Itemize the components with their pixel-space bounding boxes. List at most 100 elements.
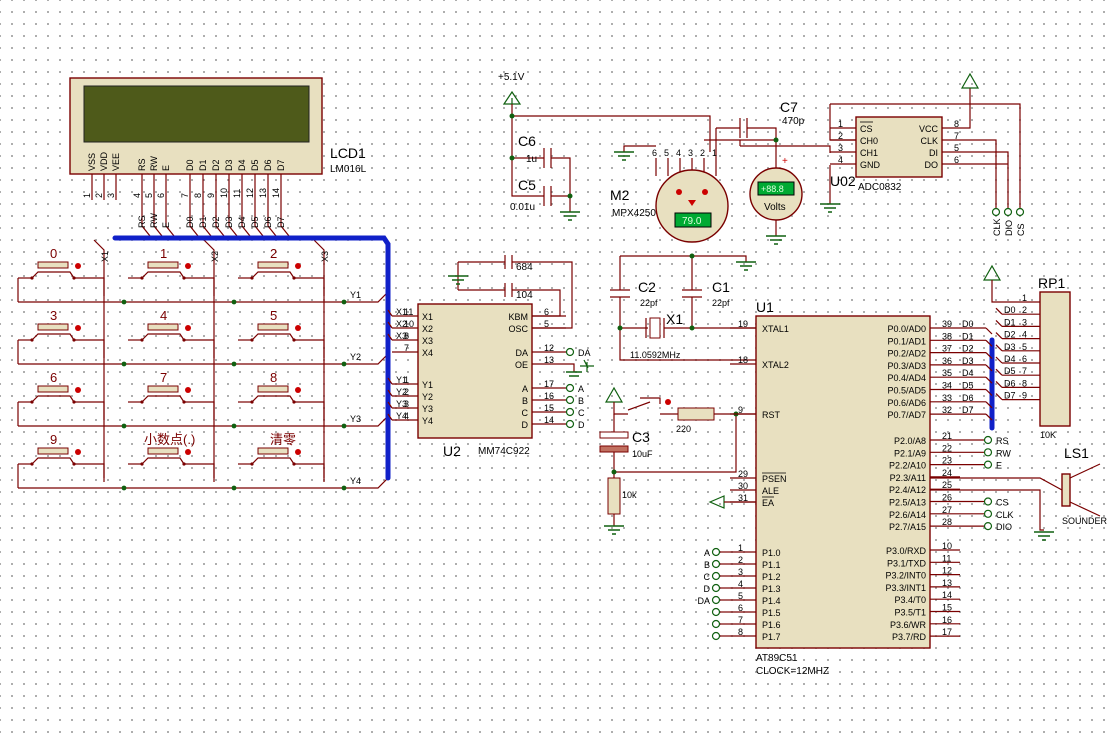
rp1-d-label: D2 xyxy=(1004,330,1016,340)
keypad-key[interactable]: 5 xyxy=(238,308,325,358)
reset-circuit[interactable]: 220 C3 10uF 10k xyxy=(599,386,756,535)
crystal-value: 11.0592MHz xyxy=(630,350,681,360)
encoder-pin-number: 1 xyxy=(404,375,409,385)
lcd-pin-name: RW xyxy=(149,156,159,171)
lcd-pin-name: D0 xyxy=(185,159,195,171)
rp1-d-label: D7 xyxy=(1004,391,1016,401)
lcd-pin-name: D7 xyxy=(276,159,286,171)
mcu-pin-number: 9 xyxy=(738,405,743,415)
mcu-pin-number: 15 xyxy=(942,603,952,613)
sensor-pin-number: 1 xyxy=(712,148,717,158)
key-label: 4 xyxy=(160,308,167,323)
lcd-module[interactable]: LCD1 LM016L VSS1VDD2VEE3RS4RSRW5RWE6ED07… xyxy=(69,77,367,237)
encoder-pin-number: 10 xyxy=(404,319,414,329)
lcd-bus-label: D1 xyxy=(198,216,208,228)
mcu-pin-number: 7 xyxy=(738,615,743,625)
mcu-pin-name: P1.2 xyxy=(762,572,781,582)
rp1-pin-number: 4 xyxy=(1022,330,1027,340)
mcu-pin-number: 21 xyxy=(942,431,952,441)
encoder-capacitors[interactable]: 684 104 xyxy=(448,255,573,329)
lcd-ref: LCD1 xyxy=(330,145,366,161)
encoder-net-label: DA xyxy=(578,348,591,358)
voltmeter[interactable]: +88.8 Volts + xyxy=(749,156,803,245)
power-supply[interactable]: +5.1V C6 1u C5 0.01u xyxy=(498,72,711,221)
keypad-key[interactable]: 2 xyxy=(238,246,325,296)
microcontroller[interactable]: U1 AT89C51 CLOCK=12MHZ XTAL119XTAL218RST… xyxy=(697,299,1013,677)
lcd-screen xyxy=(83,85,310,143)
ea-arrow xyxy=(708,495,725,509)
encoder-net-label: C xyxy=(578,408,585,418)
mcu-p2-net-label: RW xyxy=(996,448,1011,458)
keypad-row-label: Y1 xyxy=(350,290,361,300)
mcu-pin-number: 39 xyxy=(942,319,952,329)
rp1-ref: RP1 xyxy=(1038,275,1065,291)
adc-pin-number: 6 xyxy=(954,155,959,165)
mcu-pins: XTAL119XTAL218RST9PSEN29ALE30EA31P1.01P1… xyxy=(697,319,1013,642)
encoder-pin-name: Y2 xyxy=(422,392,433,402)
rp1-pin-number: 6 xyxy=(1022,354,1027,364)
key-label: 7 xyxy=(160,370,167,385)
lcd-pin-name: D5 xyxy=(250,159,260,171)
mcu-clock: CLOCK=12MHZ xyxy=(756,666,829,677)
lcd-pin-number: 5 xyxy=(144,193,154,198)
sensor-pin-number: 6 xyxy=(652,148,657,158)
keypad-col-label: X3 xyxy=(320,251,330,262)
keypad-key[interactable]: 7 xyxy=(128,370,215,420)
rp1-d-label: D5 xyxy=(1004,366,1016,376)
sensor-ref: M2 xyxy=(610,187,630,203)
mcu-pin-name: P3.3/INT1 xyxy=(885,583,926,593)
mcu-pin-number: 14 xyxy=(942,590,952,600)
speaker[interactable]: LS1 SOUNDER xyxy=(930,445,1108,541)
mcu-pin-number: 36 xyxy=(942,356,952,366)
encoder-pin-name: X1 xyxy=(422,312,433,322)
adc-model: ADC0832 xyxy=(858,182,902,193)
encoder-pin-name: X4 xyxy=(422,348,433,358)
keypad-bus xyxy=(112,235,391,481)
mcu-pin-number: 18 xyxy=(738,355,748,365)
mcu-p0-label: D0 xyxy=(962,319,974,329)
c1-ref: C1 xyxy=(712,279,730,295)
mcu-p2-net-label: CS xyxy=(996,498,1009,508)
keypad-key[interactable]: 9 xyxy=(18,432,105,482)
key-label: 0 xyxy=(50,246,57,261)
adc-net-clk: CLK xyxy=(992,218,1002,236)
mcu-pin-name: P0.0/AD0 xyxy=(887,324,926,334)
adc-pin-name: DO xyxy=(925,160,939,170)
mcu-pin-name: P1.4 xyxy=(762,596,781,606)
mcu-pin-number: 11 xyxy=(942,553,951,563)
cap-684-value: 684 xyxy=(516,262,533,273)
sensor-pin-number: 4 xyxy=(676,148,681,158)
keypad-encoder[interactable]: U2 MM74C922 X111X1X210X2X38X3X47Y11Y1Y22… xyxy=(387,303,594,459)
mcu-pin-number: 16 xyxy=(942,615,952,625)
mcu-pin-number: 38 xyxy=(942,331,952,341)
crystal-oscillator[interactable]: C2 22pf C1 22pf X1 11.0592MHz xyxy=(610,253,756,361)
mcu-p0-label: D3 xyxy=(962,356,974,366)
keypad-key[interactable]: 1 xyxy=(128,246,215,296)
encoder-net-label: A xyxy=(578,384,584,394)
mcu-pin-number: 24 xyxy=(942,468,952,478)
mcu-ref: U1 xyxy=(756,299,774,315)
keypad-key[interactable]: 小数点(.) xyxy=(128,432,215,482)
sensor-eye-right-icon xyxy=(702,189,708,195)
rp1-value: 10K xyxy=(1040,430,1056,440)
mcu-pin-number: 22 xyxy=(942,443,952,453)
mcu-pin-number: 23 xyxy=(942,456,952,466)
keypad-key[interactable]: 清零 xyxy=(238,432,325,482)
encoder-pin-number: 6 xyxy=(544,307,549,317)
keypad-key[interactable]: 0 xyxy=(18,246,105,296)
encoder-wire-label: Y3 xyxy=(396,399,407,409)
pull-resistor xyxy=(607,477,621,515)
mcu-pin-number: 32 xyxy=(942,405,952,415)
keypad-key[interactable]: 4 xyxy=(128,308,215,358)
keypad-key[interactable]: 3 xyxy=(18,308,105,358)
keypad-key[interactable]: 6 xyxy=(18,370,105,420)
adc-net-dio: DIO xyxy=(1004,220,1014,236)
cap-104-value: 104 xyxy=(516,290,533,301)
lcd-pin-number: 12 xyxy=(245,188,255,198)
keypad-key[interactable]: 8 xyxy=(238,370,325,420)
key-label: 6 xyxy=(50,370,57,385)
